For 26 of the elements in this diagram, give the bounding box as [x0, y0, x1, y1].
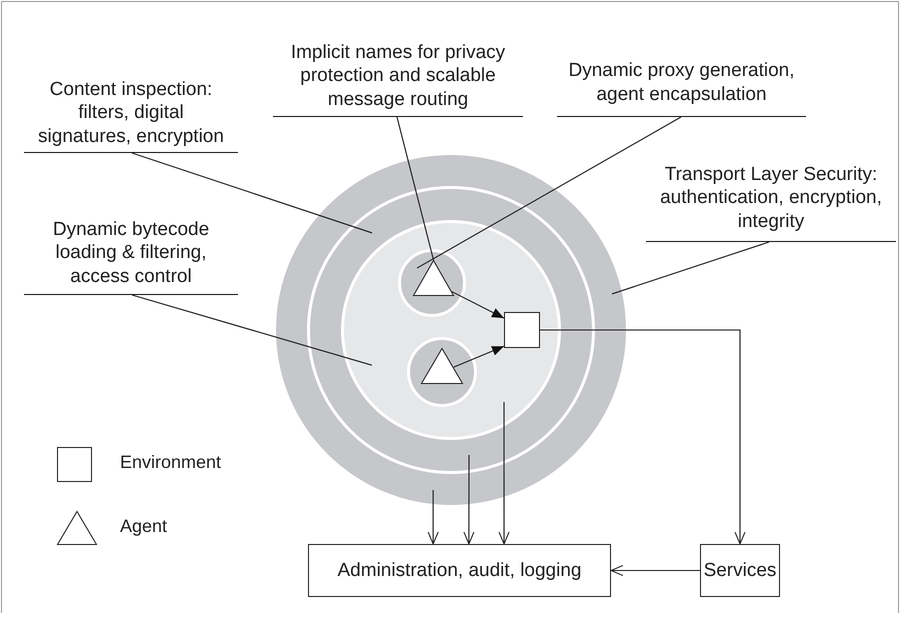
leader-line — [396, 116, 434, 260]
agent-triangle — [413, 260, 454, 296]
leader-line — [612, 241, 770, 294]
arrow — [452, 291, 504, 319]
legend-label: Agent — [120, 516, 168, 537]
callout-text: Implicit names for privacy protection and scalable message routing — [290, 40, 506, 111]
agent-triangle — [421, 348, 463, 384]
callout-text: Dynamic bytecode loading & filtering, access control — [52, 218, 210, 288]
arrow — [454, 346, 504, 368]
agent-triangle — [57, 511, 97, 545]
arrow — [463, 455, 474, 544]
callout-text: Content inspection: filters, digital signatures, encryption — [37, 78, 225, 148]
callout-text: Dynamic proxy generation, agent encapsulation — [568, 59, 796, 106]
leader-line — [132, 152, 372, 234]
leader-line — [416, 116, 682, 269]
leader-line — [132, 294, 372, 366]
process-box: Services — [700, 544, 780, 597]
environment-square — [57, 447, 92, 482]
environment-square — [504, 312, 540, 348]
legend-label: Environment — [120, 452, 222, 473]
arrow — [428, 490, 439, 544]
process-box: Administration, audit, logging — [308, 544, 611, 597]
arrow — [540, 329, 746, 544]
arrow — [498, 402, 510, 544]
arrow — [610, 565, 700, 576]
callout-text: Transport Layer Security: authentication, encryption, integrity — [659, 162, 883, 233]
